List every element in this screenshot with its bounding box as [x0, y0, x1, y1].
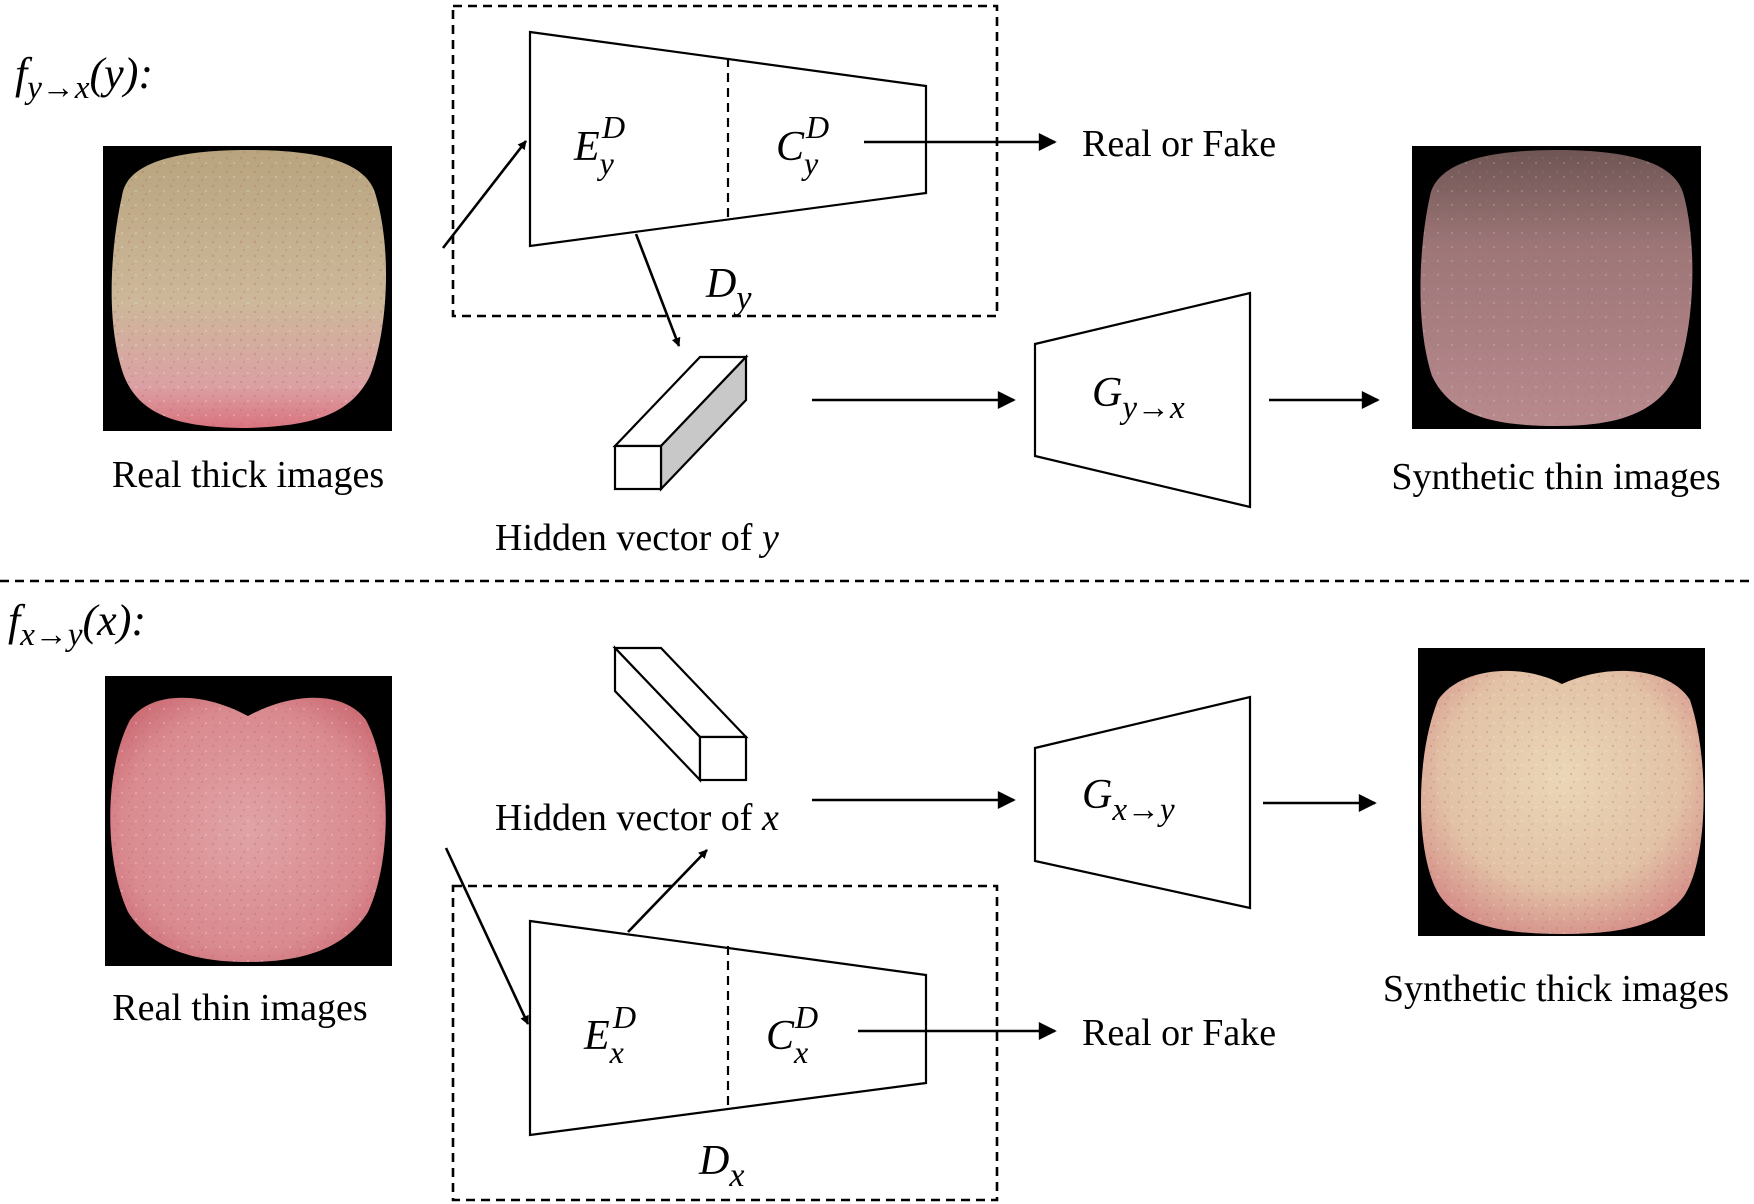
decision-label-top: Real or Fake [1082, 123, 1276, 165]
discriminator-label-dy: Dy [705, 261, 752, 317]
discriminator-box-dx [451, 884, 999, 1202]
arrow-image-to-encoder-y [441, 140, 528, 249]
hidden-vector-y-caption: Hidden vector of y [495, 517, 779, 559]
generator-label-gyx: Gy→x [1092, 370, 1185, 426]
synthetic-thick-image [1418, 648, 1705, 936]
real-thin-image [105, 676, 392, 966]
bottom-formula: fx→y(x): [8, 596, 146, 653]
real-thin-caption: Real thin images [112, 987, 367, 1029]
real-thick-caption: Real thick images [112, 454, 384, 496]
classifier-sup-cy: D [805, 109, 829, 145]
hidden-vector-x-prism [612, 645, 749, 783]
generator-label-gxy: Gx→y [1082, 772, 1175, 828]
synthetic-thin-caption: Synthetic thin images [1391, 456, 1720, 498]
decision-label-bottom: Real or Fake [1082, 1012, 1276, 1054]
top-section: fy→x(y): Real thick images Ey D Cy D Dy … [15, 4, 1721, 559]
generator-trapezoid-gyx [1033, 291, 1252, 509]
discriminator-box-dy [451, 4, 999, 318]
synthetic-thin-image [1412, 146, 1701, 429]
encoder-sup-ey: D [601, 109, 625, 145]
synthetic-thick-caption: Synthetic thick images [1383, 968, 1729, 1010]
encoder-sup-ex: D [612, 999, 636, 1035]
hidden-vector-y-prism [612, 354, 749, 492]
real-thick-image [103, 146, 392, 431]
classifier-sup-cx: D [794, 999, 818, 1035]
encoder-label-ey: Ey [573, 124, 615, 181]
arrow-image-to-encoder-x [444, 847, 530, 1025]
encoder-label-ex: Ex [583, 1013, 624, 1070]
arrow-encoder-to-hidden-y [634, 233, 681, 347]
classifier-label-cy: Cy [776, 124, 819, 181]
classifier-label-cx: Cx [766, 1013, 808, 1070]
top-formula: fy→x(y): [15, 49, 153, 106]
arrow-encoder-to-hidden-x [627, 849, 708, 933]
generator-trapezoid-gxy [1033, 695, 1252, 910]
hidden-vector-x-caption: Hidden vector of x [495, 797, 779, 839]
discriminator-label-dx: Dx [698, 1138, 744, 1194]
bottom-section: fx→y(x): Real thin images Hidden vector … [8, 596, 1729, 1202]
